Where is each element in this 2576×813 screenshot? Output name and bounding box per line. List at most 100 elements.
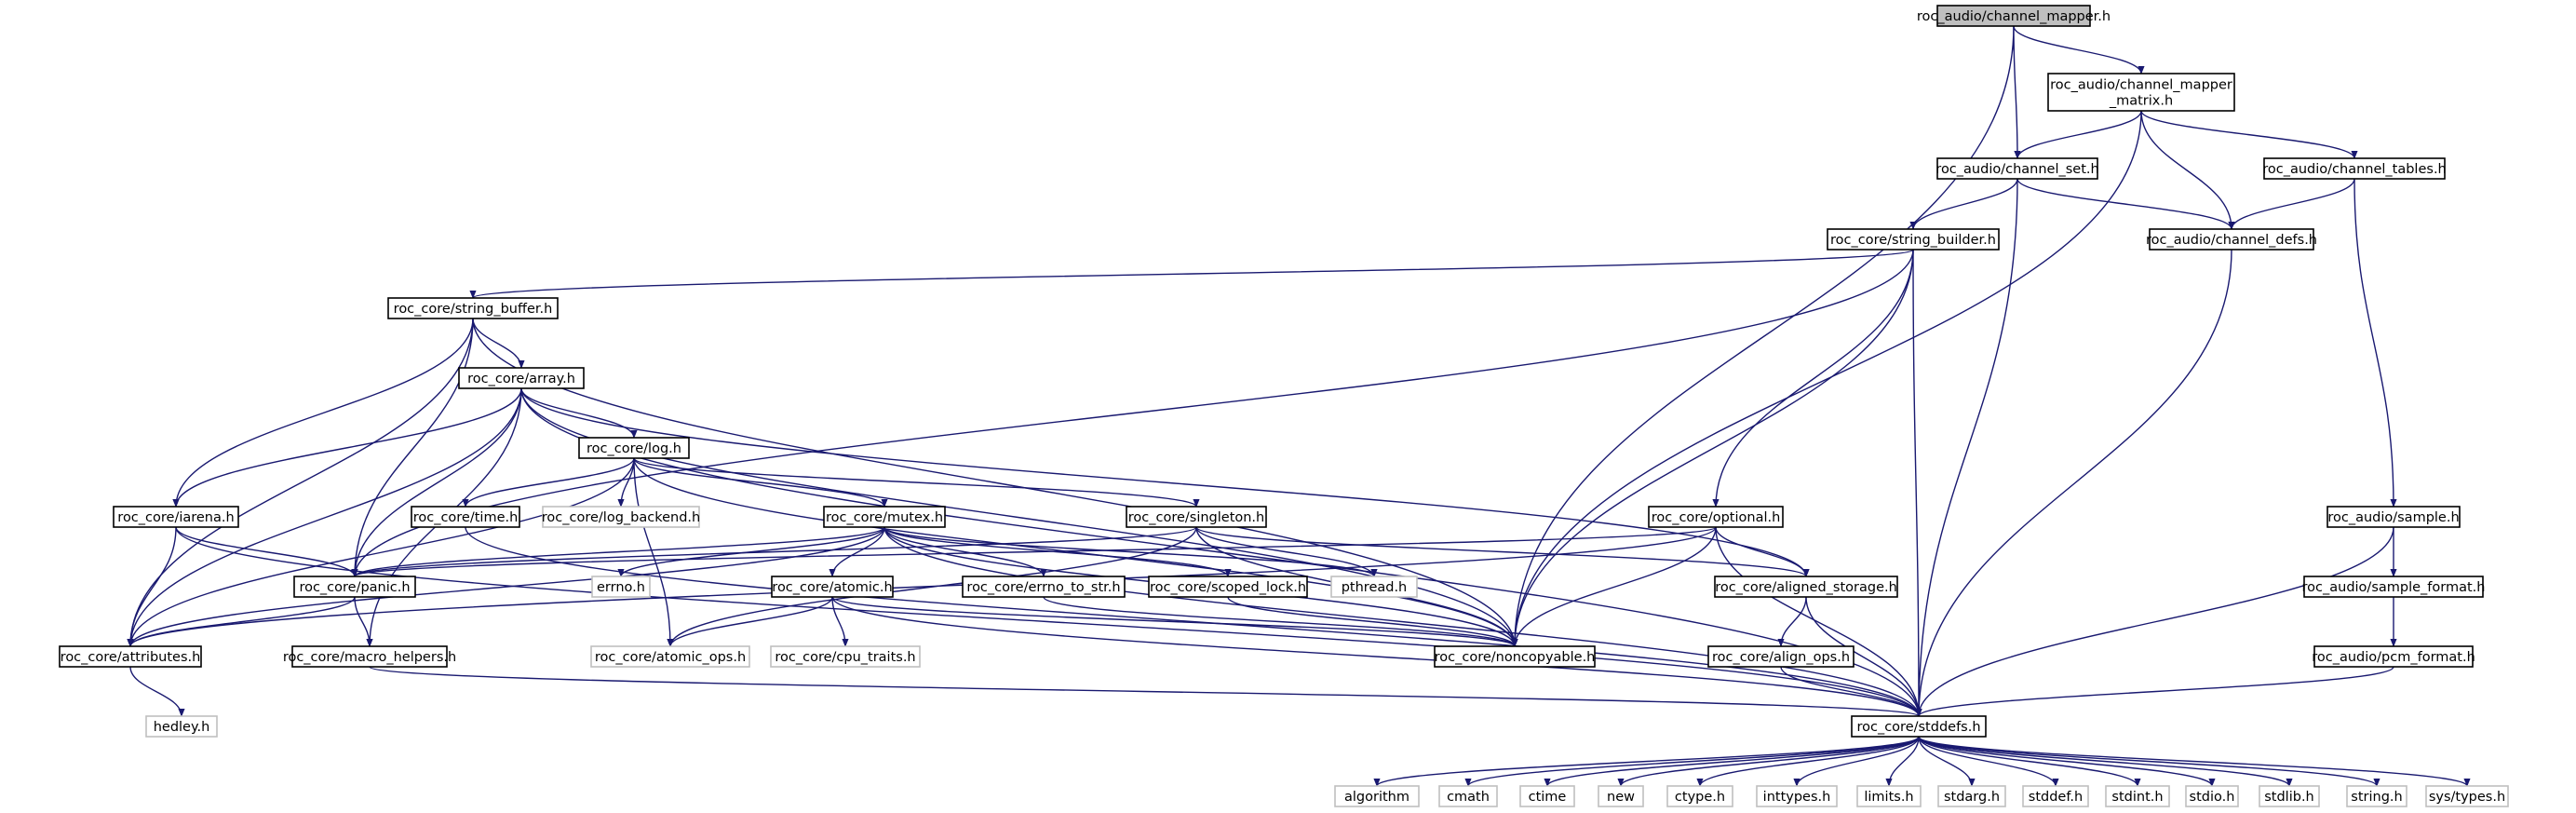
edge-cmm-to-cset	[2014, 110, 2142, 159]
edge-iarena-to-panic	[175, 526, 358, 577]
node-root[interactable]: roc_audio/channel_mapper.h	[1917, 5, 2111, 27]
edge-line	[831, 596, 1922, 717]
node-sbuf[interactable]: roc_core/string_buffer.h	[387, 297, 559, 319]
node-panic[interactable]: roc_core/panic.h	[293, 576, 416, 598]
node-optional[interactable]: roc_core/optional.h	[1648, 506, 1784, 528]
node-hedley: hedley.h	[145, 715, 218, 738]
edge-arr-to-noncopy	[520, 387, 1518, 647]
edge-line	[1915, 526, 2394, 717]
edge-line	[831, 596, 849, 647]
node-label: ctype.h	[1675, 790, 1725, 805]
node-box	[1434, 645, 1596, 668]
edge-line	[1043, 596, 1518, 647]
node-time[interactable]: roc_core/time.h	[411, 506, 520, 528]
edge-line	[1909, 178, 2018, 230]
node-sb[interactable]: roc_core/string_builder.h	[1827, 228, 2000, 251]
node-cmm[interactable]: roc_audio/channel_mapper_matrix.h	[2047, 73, 2235, 112]
node-alignops[interactable]: roc_core/align_ops.h	[1707, 645, 1854, 668]
edge-atomic-to-cputr	[831, 596, 849, 647]
edge-line	[462, 457, 635, 508]
edge-stddefs-to-string	[1918, 736, 2380, 787]
edge-alignops-to-stddefs	[1780, 666, 1922, 717]
node-box	[1851, 715, 1987, 738]
edge-line	[172, 387, 522, 508]
edge-line	[1617, 736, 1920, 787]
node-noncopy[interactable]: roc_core/noncopyable.h	[1434, 645, 1596, 668]
node-cset[interactable]: roc_audio/channel_set.h	[1935, 157, 2099, 180]
edge-sbuf-to-attr	[127, 318, 474, 647]
node-new: new	[1598, 785, 1644, 807]
edge-line	[1511, 25, 2015, 647]
edge-line	[465, 526, 1922, 717]
edge-stddefs-to-stdint	[1918, 736, 2141, 787]
node-label: roc_core/mutex.h	[826, 510, 943, 525]
node-label: roc_audio/pcm_format.h	[2312, 650, 2475, 665]
node-macro[interactable]: roc_core/macro_helpers.h	[283, 645, 456, 668]
node-errnostr[interactable]: roc_core/errno_to_str.h	[962, 576, 1126, 598]
node-cdefs[interactable]: roc_audio/channel_defs.h	[2146, 228, 2317, 251]
edge-sb-to-noncopy	[1511, 249, 1914, 647]
node-iarena[interactable]: roc_core/iarena.h	[113, 506, 239, 528]
node-mutex[interactable]: roc_core/mutex.h	[823, 506, 946, 528]
node-atomic[interactable]: roc_core/atomic.h	[771, 576, 894, 598]
edges-layer	[127, 25, 2471, 787]
node-arr[interactable]: roc_core/array.h	[458, 367, 585, 389]
node-label: roc_core/log.h	[587, 441, 681, 456]
edge-line	[2228, 178, 2355, 230]
edge-arr-to-log	[520, 387, 638, 439]
edge-mutex-to-atomic	[829, 526, 885, 577]
node-label: stdint.h	[2111, 790, 2163, 805]
edge-singleton-to-pthread	[1195, 526, 1378, 577]
node-singleton[interactable]: roc_core/singleton.h	[1126, 506, 1267, 528]
node-box	[458, 367, 585, 389]
node-pcm[interactable]: roc_audio/pcm_format.h	[2312, 645, 2475, 668]
edge-iarena-to-stddefs	[175, 526, 1922, 717]
edge-line	[883, 526, 1378, 577]
node-ctab[interactable]: roc_audio/channel_tables.h	[2262, 157, 2447, 180]
edge-line	[1777, 596, 1807, 647]
node-slock[interactable]: roc_core/scoped_lock.h	[1148, 576, 1308, 598]
node-box	[2105, 785, 2170, 807]
node-sample[interactable]: roc_audio/sample.h	[2326, 506, 2461, 528]
node-box	[1666, 785, 1733, 807]
edge-line	[1715, 526, 1810, 577]
node-box	[2303, 576, 2484, 598]
edge-stddefs-to-stdlib	[1918, 736, 2293, 787]
node-label: roc_core/atomic_ops.h	[595, 650, 746, 665]
node-label: roc_audio/sample_format.h	[2302, 580, 2486, 595]
edge-root-to-cset	[2013, 25, 2021, 159]
edge-log-to-atomops	[633, 457, 674, 647]
edge-line	[1918, 736, 2059, 787]
edge-line	[472, 318, 525, 369]
edge-iarena-to-attr	[127, 526, 177, 647]
node-stddefs[interactable]: roc_core/stddefs.h	[1851, 715, 1987, 738]
node-box	[113, 506, 239, 528]
node-cputr: roc_core/cpu_traits.h	[770, 645, 921, 668]
node-label: pthread.h	[1342, 580, 1408, 595]
edge-arr-to-aligned	[520, 387, 1810, 577]
node-box	[1936, 157, 2098, 180]
node-label: roc_audio/channel_mapper.h	[1917, 9, 2111, 24]
node-box	[1827, 228, 2000, 251]
node-stdlib: stdlib.h	[2259, 785, 2320, 807]
node-log[interactable]: roc_core/log.h	[578, 437, 690, 459]
node-aligned[interactable]: roc_core/aligned_storage.h	[1714, 576, 1898, 598]
node-label: ctime	[1529, 790, 1567, 805]
edge-line	[633, 457, 1518, 647]
node-label: new	[1607, 790, 1635, 805]
edge-line	[1793, 736, 1920, 787]
node-label: string.h	[2351, 790, 2402, 805]
node-sfmt[interactable]: roc_audio/sample_format.h	[2302, 576, 2486, 598]
node-attr[interactable]: roc_core/attributes.h	[59, 645, 202, 668]
edge-line	[1544, 736, 1920, 787]
node-stdarg: stdarg.h	[1937, 785, 2006, 807]
node-label: roc_audio/channel_tables.h	[2262, 162, 2447, 177]
node-label: roc_core/attributes.h	[61, 650, 201, 665]
edge-ctab-to-cdefs	[2228, 178, 2355, 230]
node-label: stdarg.h	[1944, 790, 2000, 805]
edge-line	[1712, 249, 1914, 508]
edge-time-to-stddefs	[465, 526, 1922, 717]
node-box	[145, 715, 218, 738]
edge-mutex-to-stddefs	[883, 526, 1922, 717]
edge-optional-to-noncopy	[1511, 526, 1717, 647]
